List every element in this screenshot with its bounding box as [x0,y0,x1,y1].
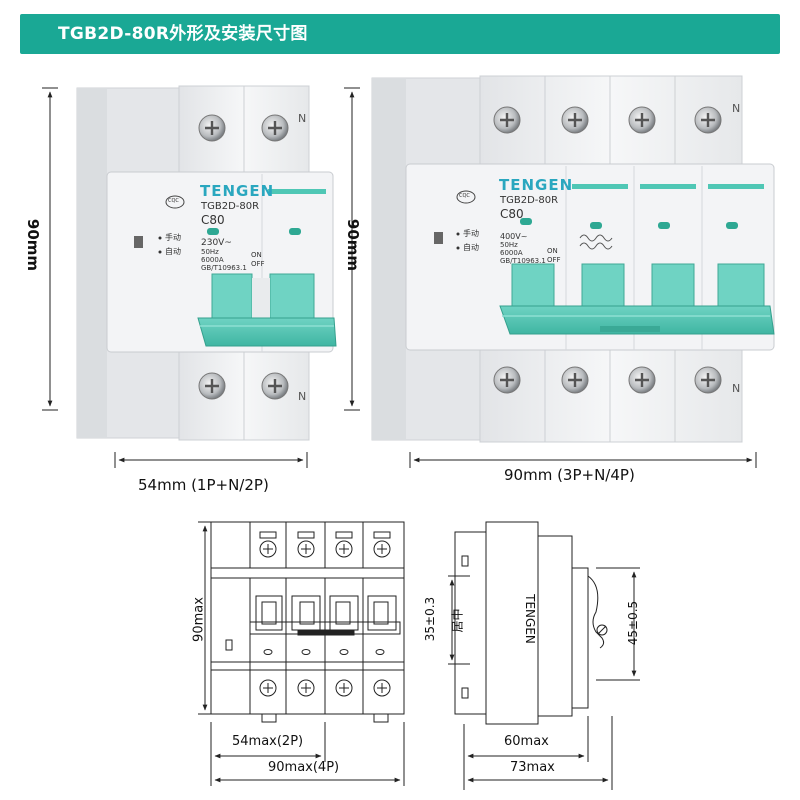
ccc-logo-4p: CQC [459,193,470,199]
off-4p: OFF [547,256,561,264]
breaker-2p: N N [76,85,337,441]
brand-2p: TENGEN [200,182,275,200]
breaking-4p: 6000A [500,249,523,257]
height-label-2p: 90mm [24,218,42,272]
ccc-logo-2p: CQC [168,198,179,204]
svg-text:N: N [732,382,740,395]
width-label-4p: 90mm (3P+N/4P) [504,466,635,484]
standard-2p: GB/T10963.1 [201,264,247,272]
rating-4p: C80 [500,207,524,221]
on-4p: ON [547,247,558,255]
title-banner: TGB2D-80R外形及安装尺寸图 [20,14,780,54]
side-view-drawing [448,521,640,790]
rating-2p: C80 [201,213,225,227]
svg-text:N: N [732,102,740,115]
side-center-note: 居中 [450,608,465,633]
photo-dimensions [42,87,757,468]
side-center-label: 35±0.3 [423,596,437,642]
front-width-4p-label: 90max(4P) [268,760,340,775]
freq-4p: 50Hz [500,241,518,249]
height-label-4p: 90mm [344,218,362,272]
freq-2p: 50Hz [201,248,219,256]
breaking-2p: 6000A [201,256,224,264]
model-4p: TGB2D-80R [500,195,559,206]
voltage-2p: 230V~ [201,238,232,248]
brand-4p: TENGEN [499,176,574,194]
auto-4p: 自动 [463,243,479,252]
width-label-2p: 54mm (1P+N/2P) [138,476,269,494]
svg-text:N: N [298,390,306,403]
front-view-drawing [198,521,405,786]
manual-4p: 手动 [463,229,479,238]
auto-2p: 自动 [165,247,181,256]
front-height-label: 90max [191,597,207,642]
on-2p: ON [251,251,262,259]
side-depth-total-label: 73max [510,760,555,775]
svg-text:N: N [298,112,306,125]
side-brand: TENGEN [523,594,537,644]
off-2p: OFF [251,260,265,268]
front-width-2p-label: 54max(2P) [232,734,304,749]
standard-4p: GB/T10963.1 [500,257,546,265]
breaker-4p: N N [371,75,775,443]
banner-title: TGB2D-80R外形及安装尺寸图 [58,24,308,44]
manual-2p: 手动 [165,233,181,242]
side-depth-body-label: 60max [504,734,549,749]
model-2p: TGB2D-80R [201,201,260,212]
side-rail-label: 45±0.5 [626,600,640,646]
voltage-4p: 400V~ [500,232,528,241]
